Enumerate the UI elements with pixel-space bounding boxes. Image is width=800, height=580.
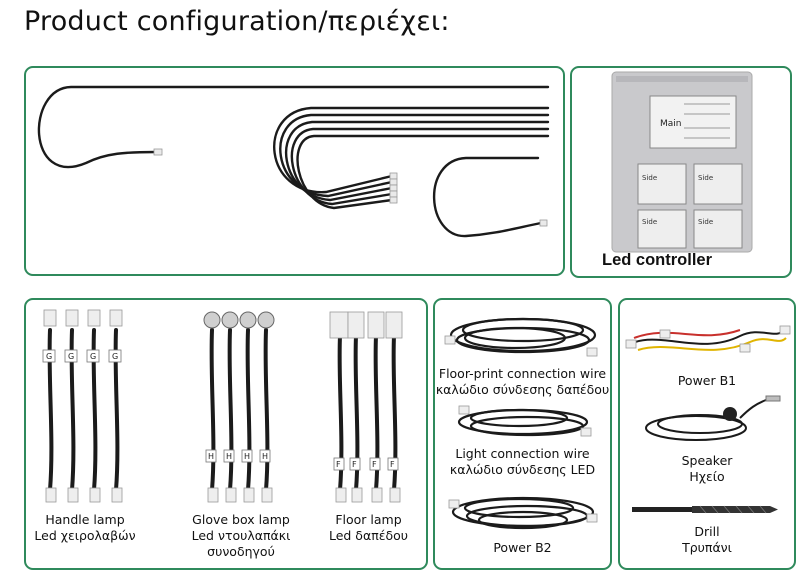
- side-box-label: Side: [642, 174, 657, 182]
- bundle-wire-5: [296, 134, 550, 210]
- lamp-tag: G: [112, 352, 118, 361]
- lamp-tag: G: [68, 352, 74, 361]
- side-box-label: Side: [642, 218, 657, 226]
- lamp-tag: G: [46, 352, 52, 361]
- controller-caption: Led controller: [602, 251, 713, 269]
- power-b1-label: Power B1: [677, 373, 737, 388]
- controller-panel: Main Side Side Side Side Led controller: [570, 66, 792, 278]
- controller-bag-illustration: Main Side Side Side Side: [611, 71, 753, 253]
- lamp-tag: F: [336, 460, 341, 469]
- lamp-tag: F: [372, 460, 377, 469]
- lamp-tag: G: [90, 352, 96, 361]
- main-box-label: Main: [660, 119, 682, 129]
- power-b2-label: Power B2: [493, 540, 552, 555]
- side-box-label: Side: [698, 174, 713, 182]
- lamps-illustration: G G G G H H H H F F F F: [42, 309, 403, 503]
- short-wire: [432, 156, 543, 238]
- bundle-wire-3: [285, 120, 550, 202]
- lamp-tag: F: [352, 460, 357, 469]
- lamp-tag: H: [208, 452, 214, 461]
- lamp-tag: H: [244, 452, 250, 461]
- bundle-wire-1: [273, 106, 550, 194]
- harness-illustration: [444, 317, 598, 530]
- wires-illustration: [37, 85, 550, 238]
- accessories-illustration: [625, 325, 791, 514]
- page-title: Product configuration/περιέχει:: [24, 6, 450, 37]
- bundle-wire-2: [279, 113, 550, 198]
- bundle-wire-4: [290, 127, 550, 206]
- lamp-tag: H: [262, 452, 268, 461]
- lamp-tag: H: [226, 452, 232, 461]
- lamp-tag: F: [390, 460, 395, 469]
- side-box-label: Side: [698, 218, 713, 226]
- main-wire: [37, 85, 550, 169]
- wires-panel: [24, 66, 565, 276]
